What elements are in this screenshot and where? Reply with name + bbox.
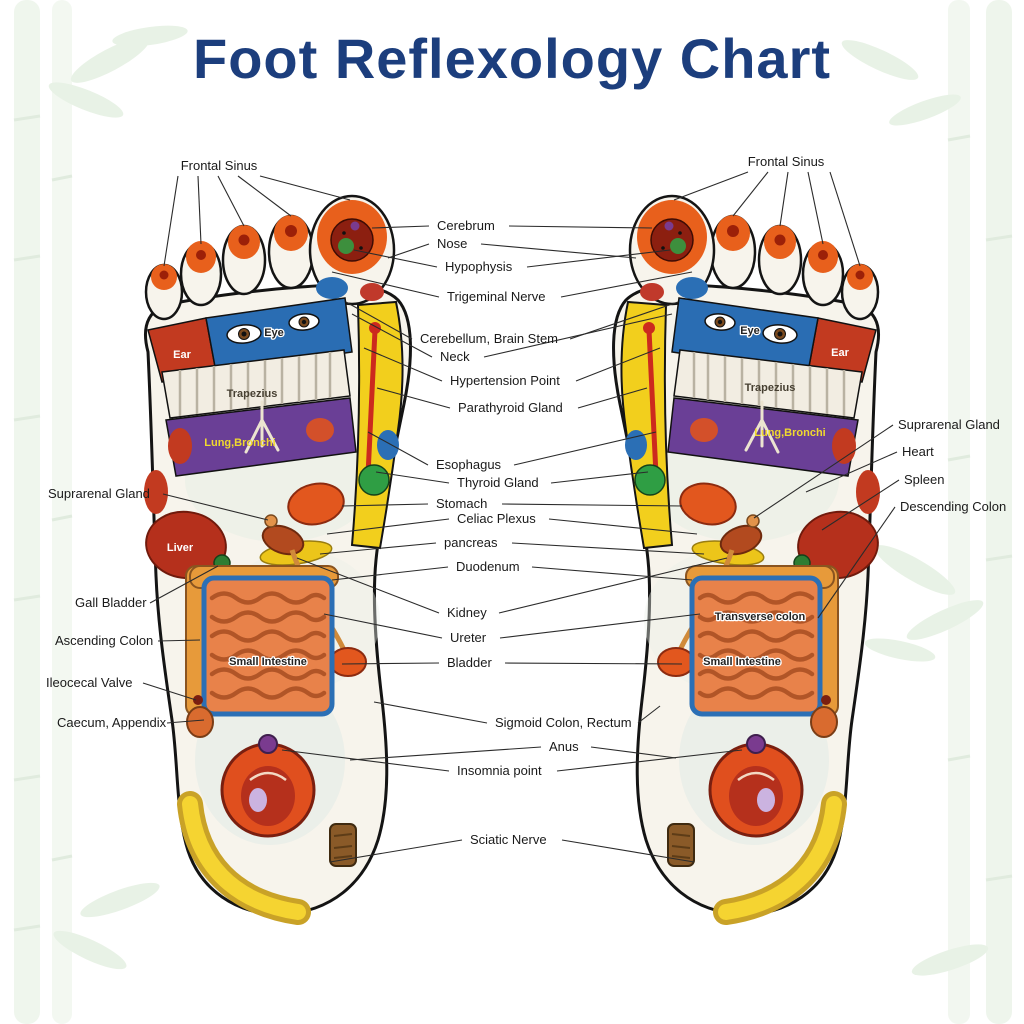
label-frontal-sinus-right: Frontal Sinus xyxy=(748,154,825,169)
label-hypertension-point: Hypertension Point xyxy=(450,373,560,388)
label-trigeminal-nerve: Trigeminal Nerve xyxy=(447,289,546,304)
label-ureter: Ureter xyxy=(450,630,487,645)
right-foot xyxy=(614,196,883,914)
right-side-labels: Suprarenal Gland Heart Spleen Descending… xyxy=(898,417,1006,514)
label-caecum-appendix: Caecum, Appendix xyxy=(57,715,167,730)
bamboo-background xyxy=(13,0,1013,1024)
label-heart: Heart xyxy=(902,444,934,459)
label-celiac-plexus: Celiac Plexus xyxy=(457,511,536,526)
label-insomnia-point: Insomnia point xyxy=(457,763,542,778)
label-cerebrum: Cerebrum xyxy=(437,218,495,233)
label-eye-right: Eye xyxy=(740,325,760,337)
label-transverse-colon: Transverse colon xyxy=(715,611,806,623)
label-liver: Liver xyxy=(167,542,194,554)
label-stomach: Stomach xyxy=(436,496,487,511)
side-leader-lines xyxy=(142,424,900,724)
frontal-sinus-lines xyxy=(163,171,861,267)
label-nose: Nose xyxy=(437,236,467,251)
label-pancreas: pancreas xyxy=(444,535,498,550)
label-hypophysis: Hypophysis xyxy=(445,259,513,274)
label-ascending-colon: Ascending Colon xyxy=(55,633,153,648)
label-cerebellum-brain-stem: Cerebellum, Brain Stem xyxy=(420,331,558,346)
page-title: Foot Reflexology Chart xyxy=(193,27,831,90)
label-duodenum: Duodenum xyxy=(456,559,520,574)
label-thyroid-gland: Thyroid Gland xyxy=(457,475,539,490)
label-gall-bladder: Gall Bladder xyxy=(75,595,147,610)
label-kidney: Kidney xyxy=(447,605,487,620)
label-descending-colon: Descending Colon xyxy=(900,499,1006,514)
label-frontal-sinus-left: Frontal Sinus xyxy=(181,158,258,173)
label-esophagus: Esophagus xyxy=(436,457,502,472)
label-lung-bronchi-right: Lung,Bronchi xyxy=(754,427,826,439)
label-sciatic-nerve: Sciatic Nerve xyxy=(470,832,547,847)
label-eye-left: Eye xyxy=(264,327,284,339)
label-small-intestine-right: Small Intestine xyxy=(703,656,781,668)
bamboo-leaves xyxy=(48,25,989,976)
on-foot-labels-right: Eye Ear Trapezius Lung,Bronchi Transvers… xyxy=(702,324,850,670)
left-side-labels: Suprarenal Gland Gall Bladder Ascending … xyxy=(46,486,167,730)
center-labels: Cerebrum Nose Hypophysis Trigeminal Nerv… xyxy=(420,218,632,847)
label-lung-bronchi-left: Lung,Bronchi xyxy=(204,437,276,449)
label-sigmoid-colon-rectum: Sigmoid Colon, Rectum xyxy=(495,715,632,730)
label-suprarenal-gland-left: Suprarenal Gland xyxy=(48,486,150,501)
on-foot-labels-left: Eye Ear Trapezius Lung,Bronchi Liver Sma… xyxy=(167,326,308,670)
label-small-intestine-left: Small Intestine xyxy=(229,656,307,668)
label-neck: Neck xyxy=(440,349,470,364)
label-trapezius-right: Trapezius xyxy=(745,382,796,394)
label-ear-right: Ear xyxy=(831,347,849,359)
label-ileocecal-valve: Ileocecal Valve xyxy=(46,675,132,690)
label-trapezius-left: Trapezius xyxy=(227,388,278,400)
label-parathyroid-gland: Parathyroid Gland xyxy=(458,400,563,415)
left-foot xyxy=(142,196,411,914)
label-spleen: Spleen xyxy=(904,472,944,487)
label-ear-left: Ear xyxy=(173,349,191,361)
center-leader-lines xyxy=(281,225,743,863)
label-suprarenal-gland-right: Suprarenal Gland xyxy=(898,417,1000,432)
label-anus: Anus xyxy=(549,739,579,754)
label-bladder: Bladder xyxy=(447,655,492,670)
